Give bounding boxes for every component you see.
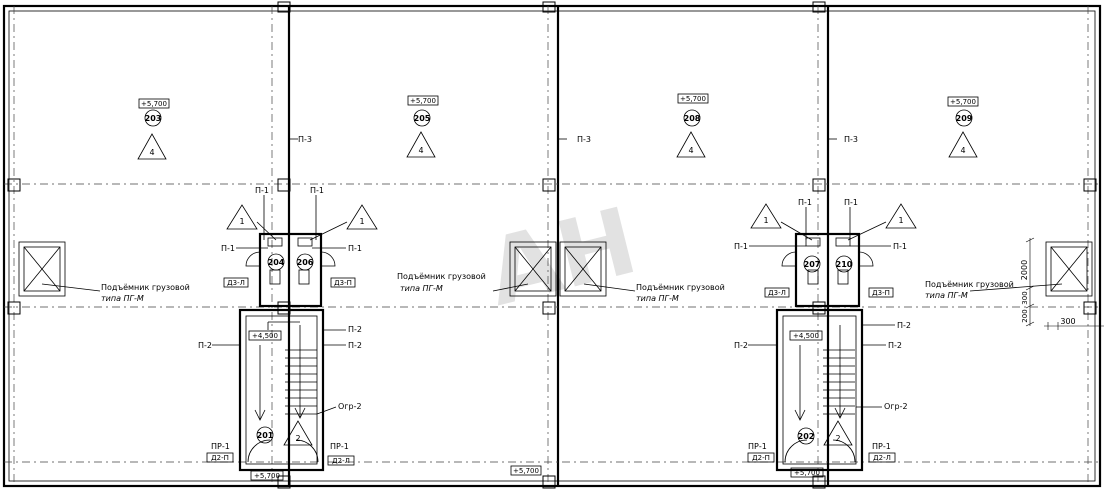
svg-text:208: 208 xyxy=(684,114,701,123)
svg-text:4: 4 xyxy=(960,146,965,155)
room-tag-203: +5,700 203 4 xyxy=(137,98,170,160)
svg-text:типа ПГ-М: типа ПГ-М xyxy=(400,284,443,293)
stair-left: +4,500 201 2 +5,700 П-2 П-2 П-2 Огр-2 ПР… xyxy=(198,308,362,481)
service-core-right: 207 210 1 1 П-1 П-1 П-1 П-1 Д3-Л Д3-П xyxy=(734,198,917,308)
svg-text:2: 2 xyxy=(835,434,840,443)
svg-text:П-2: П-2 xyxy=(888,341,902,350)
svg-text:П-2: П-2 xyxy=(734,341,748,350)
svg-text:Д3-П: Д3-П xyxy=(334,279,352,287)
svg-text:П-1: П-1 xyxy=(893,242,907,251)
svg-text:Д2-Л: Д2-Л xyxy=(873,454,891,462)
svg-text:1: 1 xyxy=(763,216,768,225)
svg-text:4: 4 xyxy=(688,146,693,155)
stair-right: +4,500 202 2 +5,700 П-2 П-2 П-2 Огр-2 ПР… xyxy=(734,308,911,478)
svg-text:4: 4 xyxy=(149,148,154,157)
svg-text:П-1: П-1 xyxy=(734,242,748,251)
svg-text:типа ПГ-М: типа ПГ-М xyxy=(101,294,144,303)
room-tag-209: +5,700 209 4 xyxy=(947,96,979,158)
lift-2: Подъёмник грузовой типа ПГ-М xyxy=(397,241,557,297)
svg-text:Д2-Л: Д2-Л xyxy=(332,457,350,465)
svg-text:типа ПГ-М: типа ПГ-М xyxy=(636,294,679,303)
svg-text:Д3-Л: Д3-Л xyxy=(768,289,786,297)
lift-3: Подъёмник грузовой типа ПГ-М xyxy=(559,241,725,303)
svg-text:Д3-П: Д3-П xyxy=(872,289,890,297)
svg-text:1: 1 xyxy=(898,216,903,225)
svg-text:П-1: П-1 xyxy=(255,186,269,195)
svg-text:200: 200 xyxy=(1021,309,1029,322)
lift-1: Подъёмник грузовой типа ПГ-М xyxy=(18,241,190,303)
svg-text:210: 210 xyxy=(836,260,853,269)
svg-text:Подъёмник грузовой: Подъёмник грузовой xyxy=(101,283,190,292)
svg-text:типа ПГ-М: типа ПГ-М xyxy=(925,291,968,300)
svg-text:Д2-П: Д2-П xyxy=(752,454,770,462)
svg-text:+5,700: +5,700 xyxy=(794,469,820,477)
svg-text:201: 201 xyxy=(257,431,274,440)
svg-text:П-1: П-1 xyxy=(798,198,812,207)
svg-text:300: 300 xyxy=(1021,291,1029,304)
watermark: АН xyxy=(477,187,647,327)
svg-text:2000: 2000 xyxy=(1020,260,1029,280)
svg-text:+5,700: +5,700 xyxy=(410,97,436,105)
svg-text:П-3: П-3 xyxy=(577,135,591,144)
svg-text:+5,700: +5,700 xyxy=(680,95,706,103)
svg-text:ПР-1: ПР-1 xyxy=(872,442,891,451)
svg-text:Подъёмник грузовой: Подъёмник грузовой xyxy=(925,280,1014,289)
svg-text:1: 1 xyxy=(239,217,244,226)
svg-text:2: 2 xyxy=(295,434,300,443)
svg-text:Д3-Л: Д3-Л xyxy=(227,279,245,287)
svg-text:П-2: П-2 xyxy=(198,341,212,350)
svg-text:204: 204 xyxy=(268,258,285,267)
svg-text:ПР-1: ПР-1 xyxy=(211,442,230,451)
svg-text:209: 209 xyxy=(956,114,973,123)
svg-text:П-3: П-3 xyxy=(298,135,312,144)
svg-text:П-1: П-1 xyxy=(844,198,858,207)
svg-text:Подъёмник грузовой: Подъёмник грузовой xyxy=(636,283,725,292)
svg-text:ПР-1: ПР-1 xyxy=(330,442,349,451)
svg-text:П-2: П-2 xyxy=(348,325,362,334)
svg-text:4: 4 xyxy=(418,146,423,155)
svg-text:П-1: П-1 xyxy=(221,244,235,253)
svg-text:203: 203 xyxy=(145,114,162,123)
svg-text:Огр-2: Огр-2 xyxy=(884,402,908,411)
svg-text:Подъёмник грузовой: Подъёмник грузовой xyxy=(397,272,486,281)
svg-text:П-3: П-3 xyxy=(844,135,858,144)
svg-text:П-1: П-1 xyxy=(348,244,362,253)
room-tag-208: +5,700 208 4 xyxy=(676,93,709,158)
svg-text:+4,500: +4,500 xyxy=(252,332,278,340)
svg-text:+4,500: +4,500 xyxy=(793,332,819,340)
level-mark-bottom: +5,700 xyxy=(510,465,542,476)
svg-text:П-2: П-2 xyxy=(348,341,362,350)
p3-labels: П-3 П-3 П-3 xyxy=(289,135,858,144)
service-core-left: 204 206 1 1 П-1 П-1 П-1 П-1 Д3-Л Д3-П xyxy=(221,186,378,308)
svg-text:206: 206 xyxy=(297,258,314,267)
svg-text:1: 1 xyxy=(359,217,364,226)
lift-4: Подъёмник грузовой типа ПГ-М xyxy=(925,241,1093,300)
svg-text:Огр-2: Огр-2 xyxy=(338,402,362,411)
svg-text:Д2-П: Д2-П xyxy=(211,454,229,462)
svg-text:+5,700: +5,700 xyxy=(254,472,280,480)
svg-text:207: 207 xyxy=(804,260,821,269)
svg-text:+5,700: +5,700 xyxy=(950,98,976,106)
room-tag-205: +5,700 205 4 xyxy=(406,95,439,158)
svg-text:П-2: П-2 xyxy=(897,321,911,330)
columns xyxy=(7,1,1097,489)
svg-text:300: 300 xyxy=(1060,317,1075,326)
svg-text:+5,700: +5,700 xyxy=(141,100,167,108)
svg-text:202: 202 xyxy=(798,432,815,441)
svg-text:205: 205 xyxy=(414,114,431,123)
svg-text:П-1: П-1 xyxy=(310,186,324,195)
svg-text:ПР-1: ПР-1 xyxy=(748,442,767,451)
dimensions: 2000 300 200 300 xyxy=(1020,237,1104,330)
svg-text:+5,700: +5,700 xyxy=(513,467,539,475)
